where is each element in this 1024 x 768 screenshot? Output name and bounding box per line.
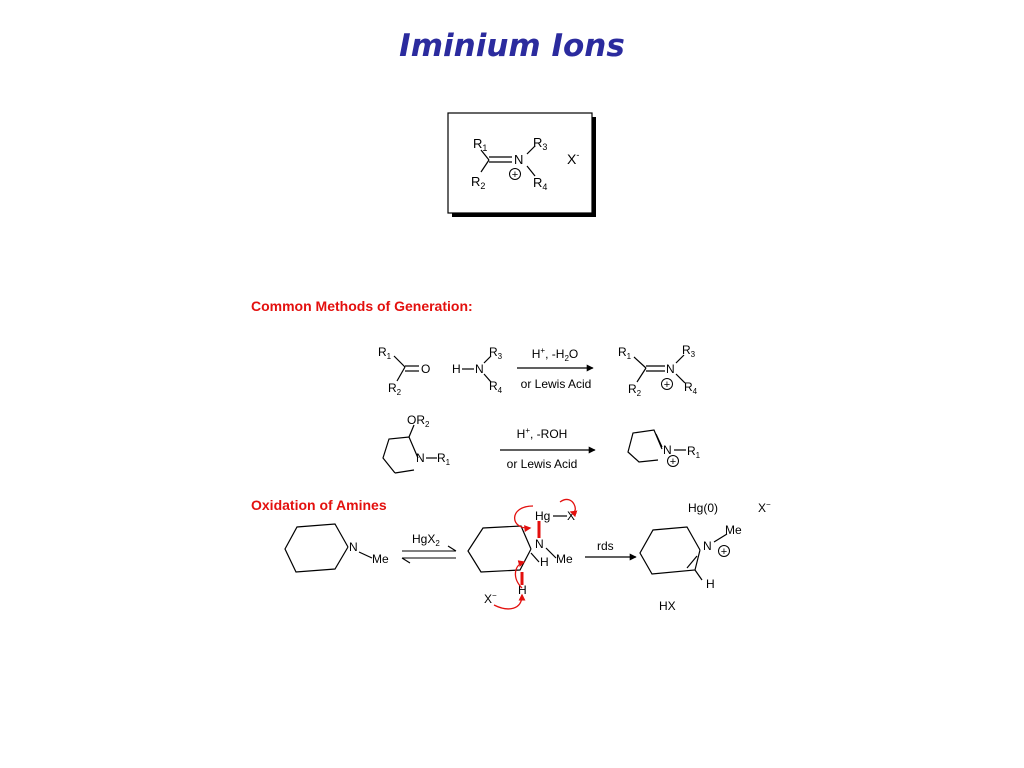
product-3-double-inner [686, 555, 698, 569]
product-bond-n-r4 [675, 373, 686, 384]
amine-r4: R4 [489, 379, 503, 395]
intermediate-x-minus: X− [484, 591, 497, 606]
dihydropyrrolium-double-inner [655, 433, 663, 448]
ketone-r1: R1 [378, 345, 392, 361]
ketone-r2: R2 [388, 381, 402, 397]
product-bond-r1 [633, 356, 647, 369]
bond-ketone-r1 [393, 355, 406, 368]
intermediate-h-abstracted: H [518, 583, 527, 597]
product-2-n: N [663, 443, 672, 457]
piperidine-me: Me [372, 552, 389, 566]
bond-n-r4 [526, 165, 536, 177]
amine-r3: R3 [489, 345, 503, 361]
product-3-ring [639, 526, 701, 575]
curved-arrow-hg-x [559, 499, 578, 518]
bond-n-r3 [526, 145, 536, 155]
label-r4: R4 [533, 175, 547, 192]
counterion-label: X- [567, 150, 579, 167]
product-hx: HX [659, 599, 676, 613]
pyrrolidine-ring [382, 436, 419, 474]
structure-box [447, 112, 593, 214]
piperidine-ring [284, 523, 349, 573]
product-3-n: N [703, 539, 712, 553]
intermediate-x: X [567, 509, 575, 523]
bond-r1-c [480, 149, 490, 161]
product-2-charge-circle [667, 455, 679, 467]
product-3-me: Me [725, 523, 742, 537]
dihydropyrrolium-ring [627, 429, 663, 463]
hgx2-reagent: HgX2 [412, 532, 440, 548]
product-hg0: Hg(0) [688, 501, 718, 515]
product-charge-sign: + [664, 379, 670, 391]
product-3-bond-c-h [694, 569, 703, 581]
bond-n-r4 [483, 373, 492, 383]
rds-label: rds [597, 539, 614, 553]
amine-n: N [475, 362, 484, 376]
product-3-charge-sign: + [721, 546, 727, 558]
bond-r2-c [480, 159, 490, 173]
intermediate-me: Me [556, 552, 573, 566]
plus-charge-sign: + [512, 169, 518, 181]
label-r3: R3 [533, 135, 547, 152]
intermediate-bond-n-me [545, 547, 557, 559]
label-r2: R2 [471, 174, 485, 191]
piperidine-n: N [349, 540, 358, 554]
plus-charge-circle [509, 168, 521, 180]
intermediate-n: N [535, 537, 544, 551]
label-r1: R1 [473, 136, 487, 153]
bond-c-or2 [408, 424, 415, 438]
slide-title: Iminium Ions [399, 28, 625, 64]
equilibrium-reverse-barb [401, 557, 411, 564]
curved-arrow-x-to-h [493, 593, 526, 610]
or2-label: OR2 [407, 413, 430, 429]
product-r4: R4 [684, 380, 698, 396]
product-r2: R2 [628, 382, 642, 398]
conditions-2-bottom: or Lewis Acid [507, 457, 578, 471]
equilibrium-forward-barb [447, 545, 457, 552]
product-charge-circle [661, 378, 673, 390]
product-r3: R3 [682, 343, 696, 359]
intermediate-ring [467, 525, 532, 573]
product-bond-n-r3 [675, 354, 685, 364]
ketone-oxygen: O [421, 362, 430, 376]
product-3-h: H [706, 577, 715, 591]
reaction-2: OR2 N R1 H+, -ROH or Lewis Acid + N R1 [382, 413, 701, 474]
product-3-bond-n-me [713, 533, 728, 543]
pyrrolidine-r1: R1 [437, 451, 451, 467]
product-3-charge-circle [718, 545, 730, 557]
label-nitrogen: N [514, 152, 523, 167]
product-2-charge-sign: + [670, 456, 676, 468]
product-r1: R1 [618, 345, 632, 361]
pyrrolidine-n: N [416, 451, 425, 465]
general-iminium-structure: R1 R2 N R3 R4 + X- [447, 112, 596, 217]
product-x-minus: X− [758, 500, 771, 515]
product-2-r1: R1 [687, 444, 701, 460]
conditions-2-top: H+, -ROH [517, 426, 568, 441]
bond-n-r3 [483, 355, 492, 364]
reaction-1: R1 R2 O H N R3 R4 H+, -H2O or Lewis Acid… [378, 343, 698, 398]
intermediate-hg: Hg [535, 509, 550, 523]
reaction-3: N Me HgX2 Hg X N Me H H X− rds Hg(0) X− [284, 499, 771, 613]
curved-arrow-ch-bond [514, 560, 526, 589]
curved-arrow-n-to-hg [514, 505, 534, 533]
methods-heading: Common Methods of Generation: [251, 298, 473, 314]
product-bond-r2 [636, 367, 647, 383]
bond-c-h-upper [530, 552, 540, 563]
pyrrolidine-bond-cn [394, 469, 415, 474]
piperidine-bond-n-me [358, 551, 373, 559]
amine-h: H [452, 362, 461, 376]
product-n: N [666, 362, 675, 376]
conditions-1-bottom: or Lewis Acid [521, 377, 592, 391]
intermediate-h-axial: H [540, 555, 549, 569]
conditions-1-top: H+, -H2O [532, 346, 578, 363]
bond-ketone-r2 [396, 366, 406, 382]
oxidation-heading: Oxidation of Amines [251, 497, 387, 513]
